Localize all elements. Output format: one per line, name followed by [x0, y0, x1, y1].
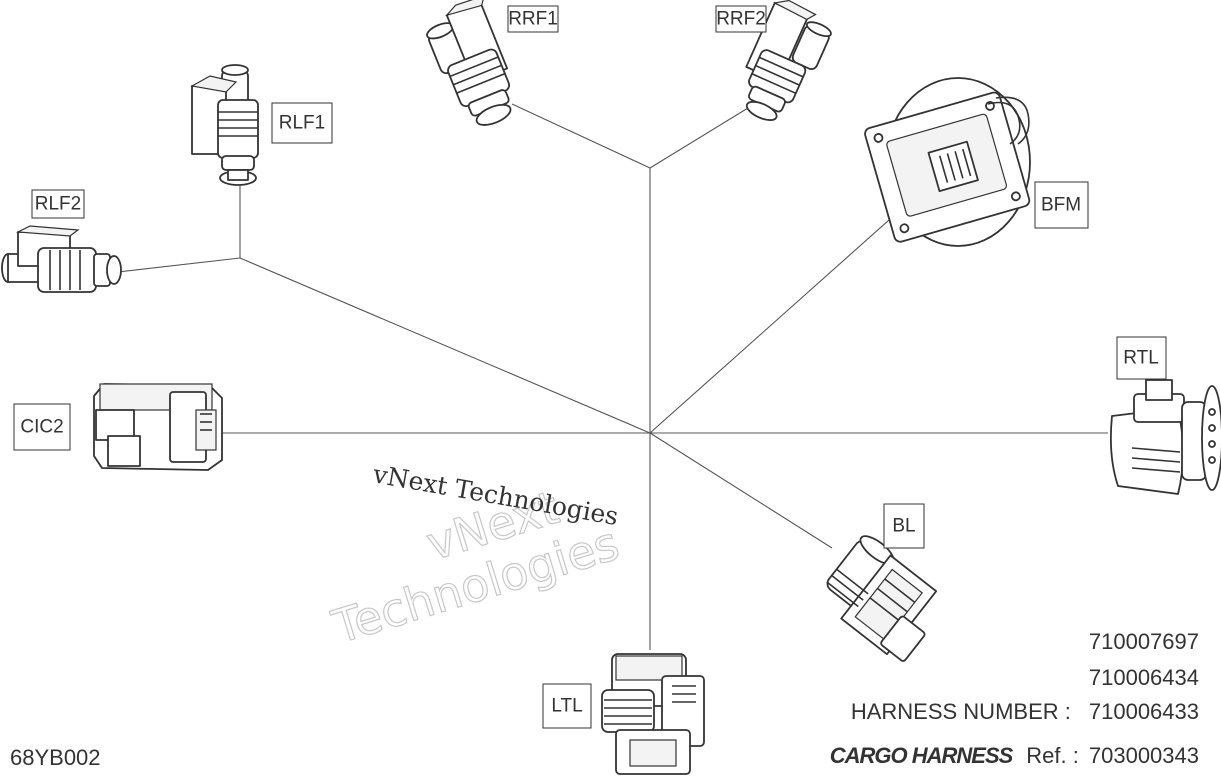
module-bfm-drawing: [864, 77, 1031, 247]
cargo-harness-title: CARGO HARNESS: [829, 743, 1014, 768]
label-bl: BL: [883, 503, 925, 549]
label-bl-text: BL: [892, 516, 915, 537]
connector-rrf2-drawing: [745, 0, 832, 121]
label-ltl-text: LTL: [551, 696, 582, 717]
label-cic2-text: CIC2: [20, 417, 63, 438]
label-ltl: LTL: [542, 683, 592, 729]
wire-to-bfm: [649, 211, 899, 434]
wire-to-rrf1: [511, 103, 651, 169]
connector-ltl-drawing: [601, 653, 705, 775]
wire-to-rlf2: [117, 257, 241, 273]
label-bfm-text: BFM: [1041, 195, 1081, 216]
connector-cic2-drawing: [93, 383, 223, 471]
label-cic2: CIC2: [13, 403, 71, 451]
connector-rtl-drawing: [1109, 379, 1221, 495]
connector-rrf1-drawing: [426, 0, 512, 126]
label-rlf2-text: RLF2: [35, 194, 81, 215]
connector-rlf1-drawing: [190, 64, 259, 186]
harness-number-value: 710006433: [1088, 699, 1199, 724]
label-rtl-text: RTL: [1123, 348, 1159, 369]
harness-number-row: HARNESS NUMBER : 710006433: [851, 701, 1199, 723]
wire-hub-to-rlf-junction: [239, 257, 651, 434]
connector-bl-drawing: [826, 535, 938, 662]
wire-to-bl: [649, 432, 833, 549]
label-rlf1-text: RLF1: [279, 113, 325, 134]
label-rrf1: RRF1: [507, 5, 559, 33]
label-rlf1: RLF1: [271, 102, 333, 144]
label-rrf2-text: RRF2: [716, 9, 766, 30]
label-rtl: RTL: [1116, 336, 1167, 380]
part-number-2: 710006434: [1088, 665, 1199, 690]
label-bfm: BFM: [1034, 181, 1089, 229]
harness-number-label: HARNESS NUMBER :: [850, 699, 1071, 724]
ref-number: 703000343: [1088, 743, 1199, 768]
watermark: Technologies vNext vNext Technologies: [325, 459, 626, 655]
label-rrf2: RRF2: [715, 5, 767, 33]
connector-rlf2-drawing: [1, 225, 122, 293]
ref-label: Ref. :: [1026, 743, 1079, 768]
part-number-1: 710007697: [1088, 629, 1199, 654]
label-rlf2: RLF2: [31, 189, 85, 219]
label-rrf1-text: RRF1: [508, 9, 558, 30]
drawing-reference-code: 68YB002: [10, 745, 101, 770]
wire-to-rrf2: [649, 107, 749, 169]
cargo-harness-row: CARGO HARNESS Ref. : 703000343: [830, 745, 1199, 767]
wire-harness: [117, 103, 1108, 650]
